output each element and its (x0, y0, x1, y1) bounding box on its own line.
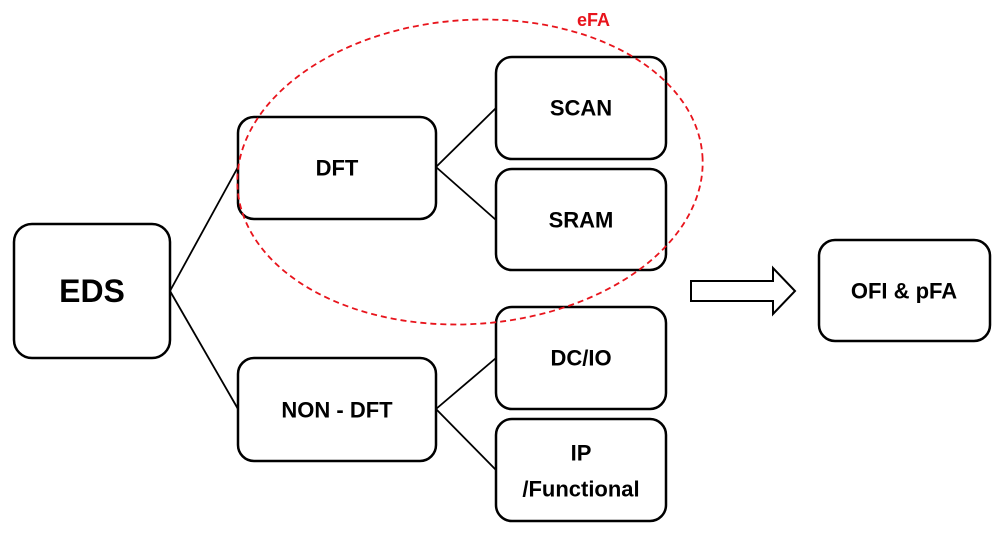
node-sram: SRAM (494, 167, 668, 272)
node-eds-label: EDS (59, 273, 125, 309)
node-dcio: DC/IO (494, 305, 668, 411)
node-ip-label-line1: IP (571, 441, 592, 466)
flow-arrow-right (690, 265, 797, 317)
efa-group-ellipse (236, 18, 704, 326)
node-dcio-label: DC/IO (550, 346, 611, 371)
edge-dft-scan (435, 107, 497, 168)
node-ip-functional: IP /Functional (494, 417, 668, 523)
edge-non-dft-ip (435, 408, 497, 471)
node-dft: DFT (236, 115, 438, 221)
node-dft-label: DFT (316, 156, 359, 181)
node-non-dft-label: NON - DFT (281, 398, 393, 423)
node-scan: SCAN (494, 55, 668, 161)
node-ofi-pfa: OFI & pFA (817, 238, 992, 343)
node-eds: EDS (12, 222, 172, 360)
edge-eds-non-dft (169, 290, 239, 410)
node-ip-label-line2: /Functional (522, 477, 639, 502)
efa-group-label: eFA (577, 10, 610, 30)
node-scan-label: SCAN (550, 96, 612, 121)
node-non-dft: NON - DFT (236, 356, 438, 463)
edge-non-dft-dcio (435, 357, 497, 410)
edge-dft-sram (435, 166, 497, 221)
edge-eds-dft (169, 166, 239, 292)
node-sram-label: SRAM (549, 208, 614, 233)
edges (169, 107, 497, 471)
node-ofi-pfa-label: OFI & pFA (851, 279, 957, 304)
